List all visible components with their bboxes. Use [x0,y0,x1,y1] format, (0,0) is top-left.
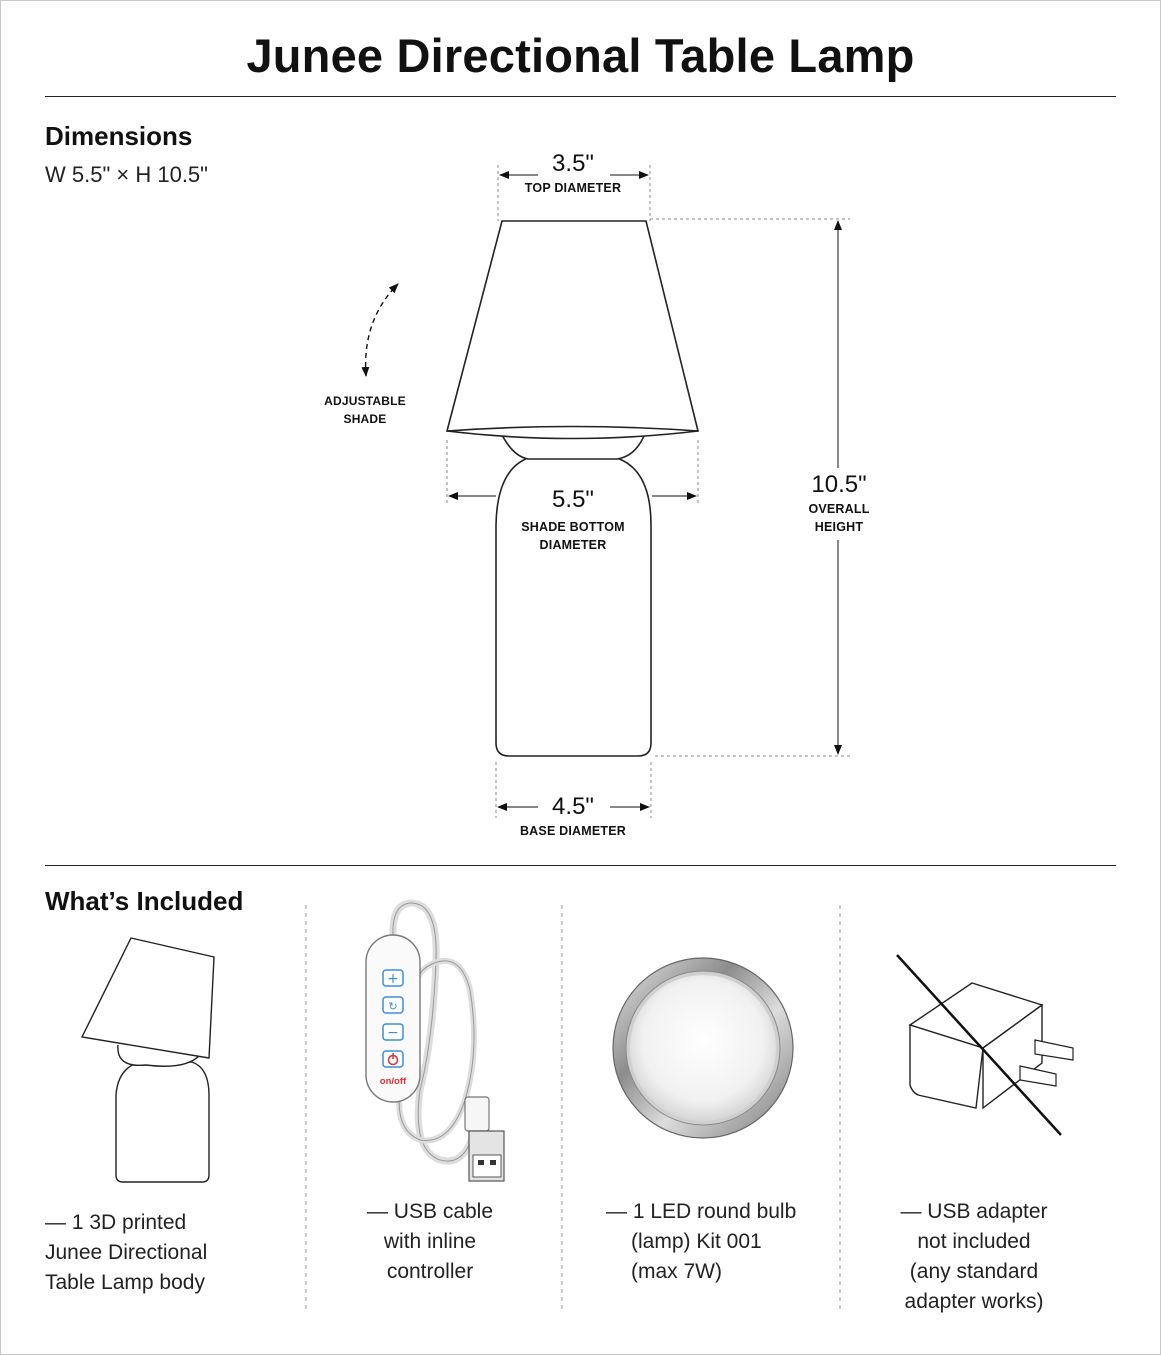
item-caption-line: (any standard [909,1260,1039,1283]
top-diameter-label: TOP DIAMETER [524,181,622,195]
base-diameter-label: BASE DIAMETER [519,824,627,838]
svg-text:+: + [387,971,399,987]
svg-text:−: − [387,1025,399,1041]
included-item-lamp-body: — 1 3D printed Junee Directional Table L… [45,1208,285,1298]
item-caption-line: — 1 LED round bulb [606,1200,797,1223]
controller-label: on/off [380,1076,407,1087]
overall-height-value: 10.5" [811,471,867,498]
base-diameter-value: 4.5" [552,793,594,820]
adjustable-arrow [361,283,399,377]
usb-adapter-icon [896,954,1074,1136]
led-bulb-icon [612,957,794,1139]
shade-bottom-value: 5.5" [552,486,594,513]
dimensions-summary: W 5.5" × H 10.5" [45,162,208,187]
overall-height-label-2: HEIGHT [814,520,864,534]
lamp-body-icon [80,937,215,1183]
included-item-usb-adapter: — USB adapter not included (any standard… [864,1197,1084,1317]
lamp-base-outline [495,457,652,757]
shade-rim [446,425,699,440]
dimensions-heading: Dimensions [45,121,193,151]
item-caption-line: — USB adapter [900,1200,1048,1223]
usb-cable-icon: + ↻ − on/off [365,899,505,1182]
shade-bottom-label-1: SHADE BOTTOM [521,520,625,534]
svg-text:↻: ↻ [388,1000,397,1013]
page-title: Junee Directional Table Lamp [246,29,915,82]
item-caption-line: with inline [383,1230,477,1253]
included-item-usb-cable: — USB cable with inline controller [320,1197,540,1287]
item-caption-line: adapter works) [904,1290,1044,1313]
item-caption-line: Table Lamp body [45,1271,205,1294]
item-caption-line: — 1 3D printed [45,1211,187,1234]
shade-bottom-label-2: DIAMETER [539,538,607,552]
adjustable-shade-label-2: SHADE [343,412,387,426]
overall-height-label-1: OVERALL [808,502,870,516]
adjustable-shade-label-1: ADJUSTABLE [324,394,406,408]
item-caption-line: not included [917,1230,1031,1253]
section-divider [45,865,1116,866]
top-diameter-value: 3.5" [552,150,594,177]
item-caption-line: (max 7W) [631,1260,722,1283]
included-item-led-bulb: — 1 LED round bulb (lamp) Kit 001 (max 7… [606,1197,846,1287]
item-caption-line: controller [386,1260,474,1283]
item-caption-line: Junee Directional [45,1241,208,1264]
included-heading: What’s Included [45,886,244,916]
item-caption-line: (lamp) Kit 001 [631,1230,762,1253]
title-divider [45,96,1116,97]
item-caption-line: — USB cable [366,1200,494,1223]
